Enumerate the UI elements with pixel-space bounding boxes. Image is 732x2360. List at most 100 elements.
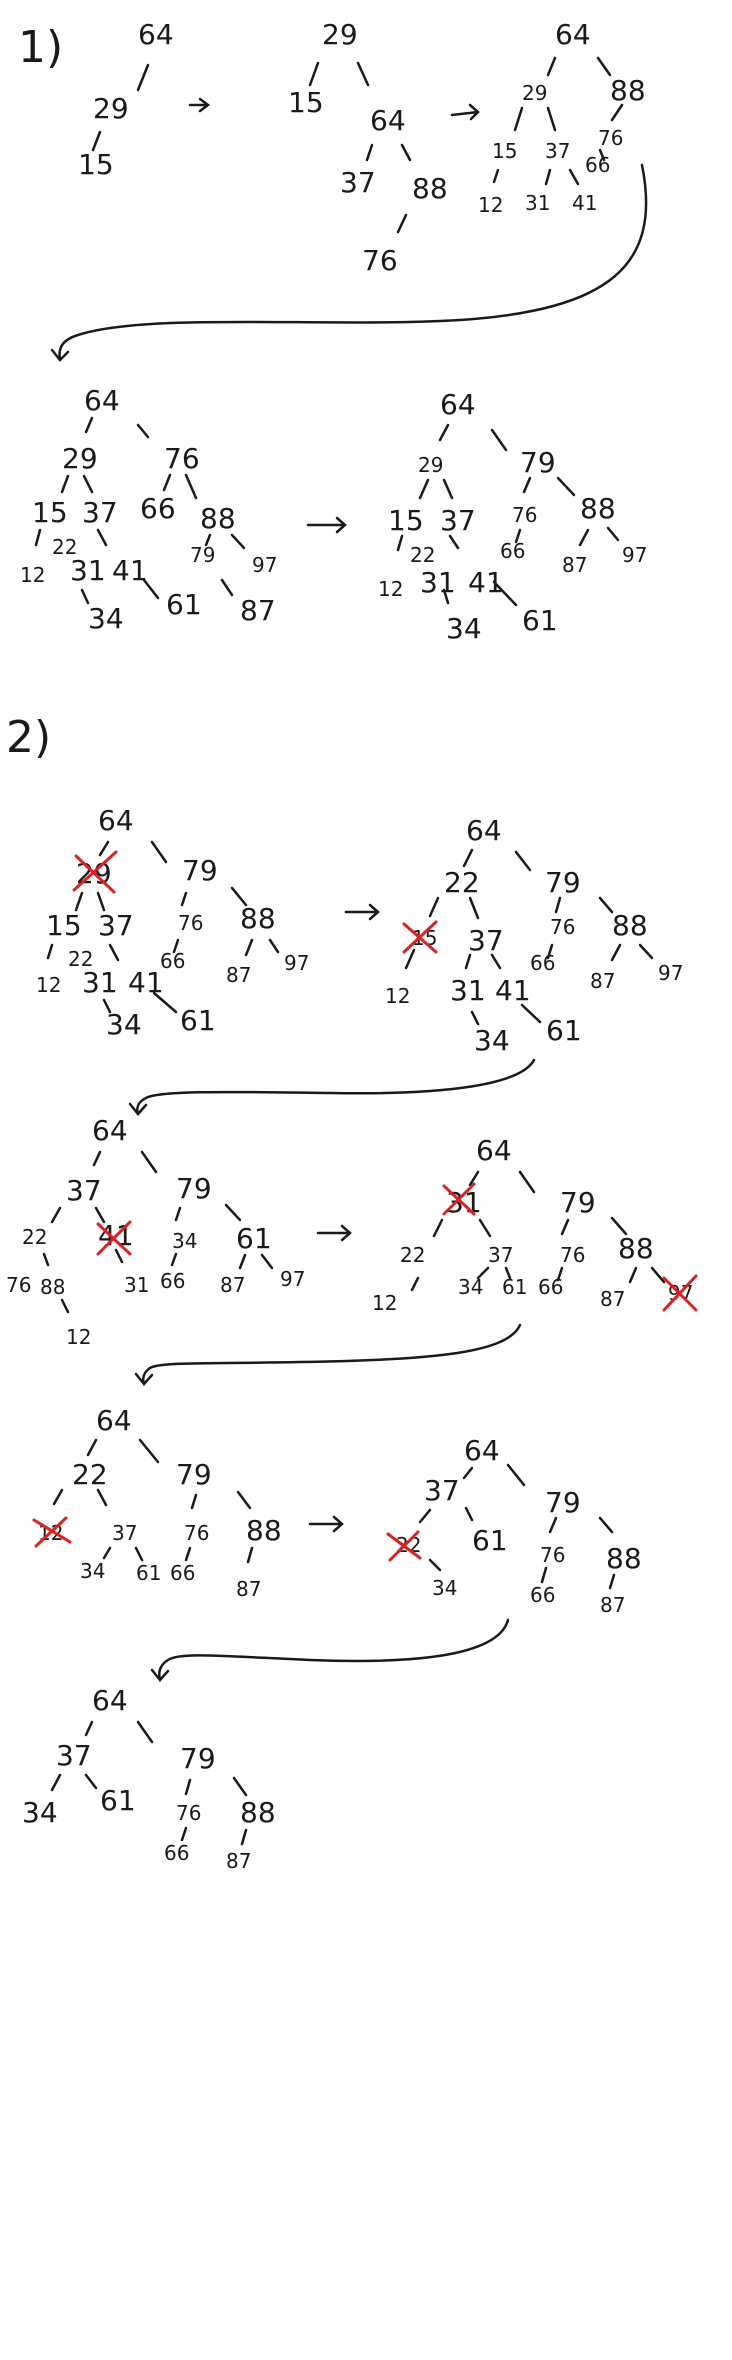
node: 31 [124,1273,149,1297]
node: 97 [280,1267,305,1291]
node: 22 [22,1225,47,1249]
node: 87 [236,1577,261,1601]
s1-tree-3: 64 29 88 15 37 76 66 12 31 41 [478,18,646,217]
node: 15 [32,496,68,529]
node: 64 [92,1114,128,1147]
node: 88 [240,902,276,935]
node: 66 [585,153,610,177]
node: 37 [424,1474,460,1507]
node: 79 [182,854,218,887]
node: 88 [200,502,236,535]
node: 64 [440,388,476,421]
node: 29 [322,18,358,51]
node: 64 [464,1434,500,1467]
node: 87 [600,1593,625,1617]
node: 64 [84,384,120,417]
node: 12 [36,973,61,997]
node: 88 [580,492,616,525]
node: 37 [440,504,476,537]
node: 66 [164,1841,189,1865]
node: 29 [522,81,547,105]
deletion-mark [662,1274,698,1312]
node: 66 [530,1583,555,1607]
node: 76 [6,1273,31,1297]
node: 61 [522,604,558,637]
node: 37 [545,139,570,163]
node: 41 [112,554,148,587]
node: 22 [68,947,93,971]
node: 87 [590,969,615,993]
node: 76 [550,915,575,939]
node: 31 [70,554,106,587]
node: 12 [385,984,410,1008]
arrow-right [344,903,380,921]
node: 64 [98,804,134,837]
arrow-right [316,1224,352,1242]
node: 66 [538,1275,563,1299]
node: 79 [545,866,581,899]
node: 97 [622,543,647,567]
node: 12 [478,193,503,217]
node: 37 [82,496,118,529]
node: 22 [72,1458,108,1491]
node: 61 [166,588,202,621]
node: 41 [572,191,597,215]
node: 15 [78,148,114,181]
deletion-mark [442,1182,476,1216]
node: 34 [474,1024,510,1057]
deletion-mark [386,1530,422,1562]
node: 15 [46,909,82,942]
curved-arrow [134,1323,522,1386]
node: 12 [372,1291,397,1315]
node: 15 [288,86,324,119]
node: 15 [492,139,517,163]
s2-tree-3: 64 37 79 22 41 76 88 12 31 34 61 66 87 9… [6,1114,305,1349]
node: 37 [340,166,376,199]
deletion-mark [72,850,118,894]
node: 34 [22,1796,58,1829]
node: 34 [88,602,124,635]
node: 31 [525,191,550,215]
arrow-right [308,1515,344,1533]
node: 37 [112,1521,137,1545]
node: 79 [176,1458,212,1491]
node: 34 [446,612,482,645]
node: 22 [52,535,77,559]
node: 22 [444,866,480,899]
node: 66 [170,1561,195,1585]
node: 61 [136,1561,161,1585]
node: 76 [362,244,398,277]
node: 61 [180,1004,216,1037]
node: 29 [62,442,98,475]
s2-tree-5: 64 22 79 12 37 76 88 34 61 66 87 [32,1404,282,1601]
node: 64 [555,18,591,51]
deletion-mark [96,1220,132,1256]
s1-tree-4: 64 29 76 15 37 66 88 22 12 31 41 79 97 3… [20,384,277,635]
node: 61 [236,1222,272,1255]
node: 79 [520,446,556,479]
node: 79 [176,1172,212,1205]
node: 87 [600,1287,625,1311]
arrow-right [450,103,480,121]
node: 41 [495,974,531,1007]
node: 79 [545,1486,581,1519]
node: 34 [432,1576,457,1600]
node: 34 [458,1275,483,1299]
s1-tree-2: 29 15 64 37 88 76 [288,18,448,277]
node: 41 [468,566,504,599]
node: 88 [606,1542,642,1575]
node: 76 [560,1243,585,1267]
node: 87 [226,963,251,987]
node: 12 [20,563,45,587]
node: 37 [468,924,504,957]
node: 88 [412,172,448,205]
node: 29 [418,453,443,477]
node: 97 [284,951,309,975]
node: 79 [180,1742,216,1775]
node: 31 [420,566,456,599]
section-1-heading: 1) [18,22,63,73]
node: 87 [226,1849,251,1873]
node: 66 [500,539,525,563]
node: 61 [546,1014,582,1047]
